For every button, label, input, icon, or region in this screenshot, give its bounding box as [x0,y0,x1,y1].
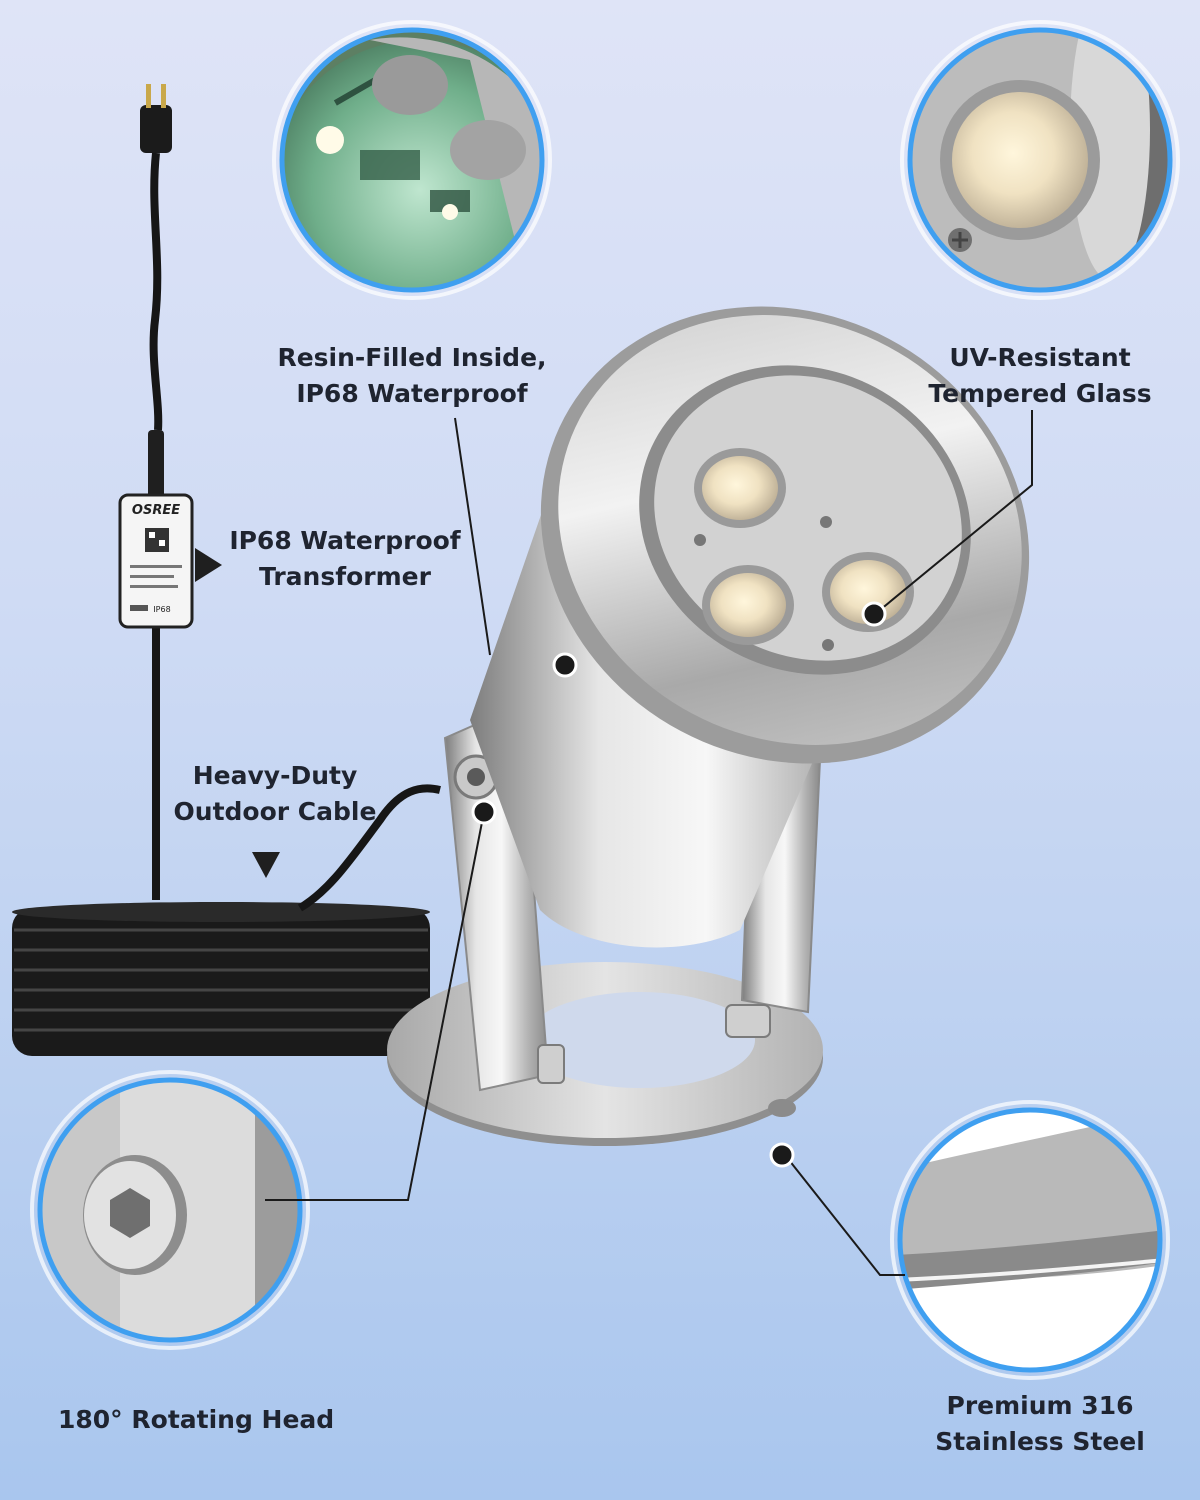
leader-dots [471,601,887,1168]
power-cord [140,84,172,900]
zoom-circle-steel [890,1100,1170,1380]
callout-cable: Heavy-Duty Outdoor Cable [160,758,390,830]
callout-resin-line1: Resin-Filled Inside, [277,343,547,372]
callout-transformer: IP68 Waterproof Transformer [220,523,470,595]
leader-lines [265,410,1033,1276]
zoom-circle-resin [272,20,552,300]
zoom-circle-knob [30,1070,310,1350]
callout-transformer-line2: Transformer [259,562,431,591]
led-array [694,448,914,651]
callout-transformer-line1: IP68 Waterproof [229,526,461,555]
cable-coil [12,784,441,1056]
brand-label: OSREE [132,503,180,518]
arrow-right-icon [195,548,222,582]
callout-cable-line2: Outdoor Cable [173,797,377,826]
callout-rotating: 180° Rotating Head [58,1402,334,1438]
zoom-circle-glass [900,20,1180,300]
callout-resin: Resin-Filled Inside, IP68 Waterproof [262,340,562,412]
callout-steel-line1: Premium 316 [946,1391,1134,1420]
arrow-down-icon [252,852,280,878]
callout-rotating-line1: 180° Rotating Head [58,1405,335,1434]
transformer-box [118,493,222,629]
callout-glass-line1: UV-Resistant [949,343,1131,372]
callout-steel: Premium 316 Stainless Steel [912,1388,1168,1460]
rating-label: IP68 [153,605,170,614]
callout-steel-line2: Stainless Steel [935,1427,1145,1456]
callout-cable-line1: Heavy-Duty [192,761,358,790]
callout-resin-line2: IP68 Waterproof [296,379,528,408]
lamp-body [470,306,1030,948]
callout-glass: UV-Resistant Tempered Glass [912,340,1168,412]
callout-glass-line2: Tempered Glass [928,379,1152,408]
